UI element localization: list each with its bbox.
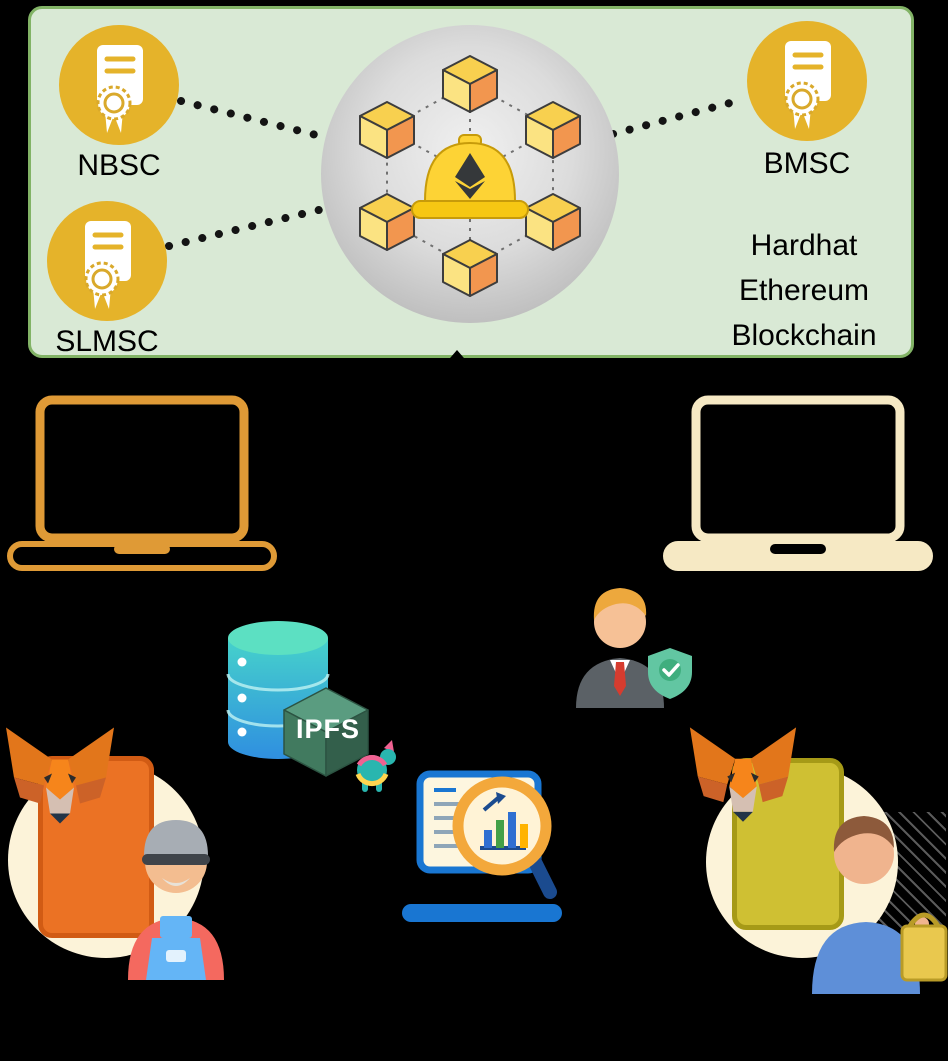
farmer-icon bbox=[128, 820, 224, 980]
bmsc-label: BMSC bbox=[763, 147, 851, 180]
caption-line-2: Ethereum bbox=[738, 274, 870, 307]
nbsc-contract-icon bbox=[57, 23, 181, 147]
metamask-fox-left-icon bbox=[6, 727, 114, 824]
laptop-right-icon bbox=[663, 395, 933, 571]
nbsc-label: NBSC bbox=[77, 149, 161, 182]
laptop-left-icon bbox=[7, 395, 277, 571]
pinata-icon bbox=[355, 740, 396, 792]
caption-line-3: Blockchain bbox=[731, 319, 877, 352]
ipfs-cube-icon bbox=[283, 687, 369, 777]
auditor-shield-icon bbox=[576, 588, 692, 708]
blockchain-network-icon bbox=[359, 55, 581, 297]
hardhat-helmet-icon bbox=[411, 134, 529, 219]
bmsc-contract-icon bbox=[745, 19, 869, 143]
slmsc-contract-icon bbox=[45, 199, 169, 323]
blockchain-panel: NBSC SLMSC BMSC bbox=[28, 6, 914, 358]
consumer-icon bbox=[812, 816, 948, 994]
ethereum-network-hub bbox=[321, 25, 619, 323]
slmsc-label: SLMSC bbox=[55, 325, 159, 358]
panel-caption: Hardhat Ethereum Blockchain bbox=[687, 223, 921, 358]
ipfs-label: IPFS bbox=[295, 714, 360, 744]
certificate-badge-icon bbox=[57, 23, 181, 147]
certificate-badge-icon bbox=[45, 199, 169, 323]
caption-line-1: Hardhat bbox=[750, 229, 858, 262]
analytics-magnifier-icon bbox=[402, 770, 562, 922]
arrow-up-icon bbox=[444, 350, 470, 365]
dotted-connector-lines bbox=[165, 95, 749, 250]
metamask-fox-right-icon bbox=[689, 727, 797, 822]
certificate-badge-icon bbox=[745, 19, 869, 143]
